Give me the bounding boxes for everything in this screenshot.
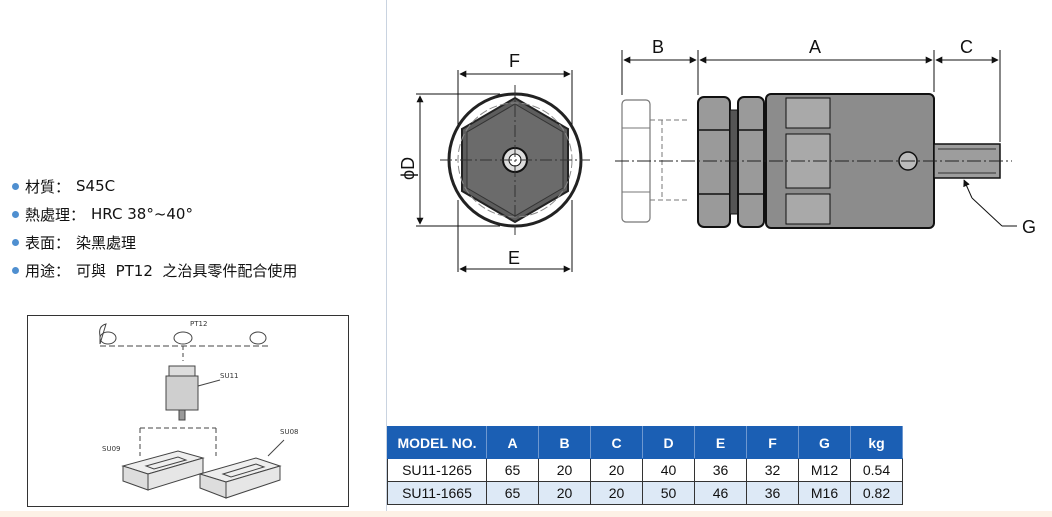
table-row: SU11-1665 65 20 20 50 46 36 M16 0.82	[387, 481, 903, 505]
spec-heat-treatment: 熱處理 ： HRC 38°~40°	[12, 200, 297, 228]
spec-value: 染黑處理	[76, 233, 137, 252]
table-cell: 0.82	[850, 481, 903, 505]
side-view	[615, 50, 1017, 229]
dim-g-label: G	[1022, 217, 1036, 237]
table-header: E	[694, 426, 747, 459]
table-header: D	[642, 426, 695, 459]
spec-list: 材質 ： S45C 熱處理 ： HRC 38°~40° 表面 ： 染黑處理 用途…	[12, 172, 297, 284]
spec-value: 可與 PT12 之治具零件配合使用	[76, 261, 298, 280]
table-header: C	[590, 426, 643, 459]
table-cell: 36	[746, 481, 799, 505]
spec-label: 材質	[25, 177, 56, 196]
bottom-band	[0, 511, 1052, 517]
dim-d-label: ϕD	[398, 157, 418, 180]
dim-b-label: B	[652, 37, 664, 57]
dim-e-label: E	[508, 248, 520, 268]
table-row: SU11-1265 65 20 20 40 36 32 M12 0.54	[387, 458, 903, 482]
technical-drawing: F E ϕD	[398, 37, 1036, 273]
table-header: F	[746, 426, 799, 459]
spec-label: 熱處理	[25, 205, 71, 224]
table-cell: 20	[590, 458, 643, 482]
table-cell: SU11-1665	[387, 481, 487, 505]
table-cell: 46	[694, 481, 747, 505]
spec-usage: 用途 ： 可與 PT12 之治具零件配合使用	[12, 256, 297, 284]
divider-line	[386, 0, 387, 517]
table-header: kg	[850, 426, 903, 459]
table-header: A	[486, 426, 539, 459]
bullet-icon	[12, 210, 19, 218]
spec-colon: ：	[70, 205, 86, 224]
label-su11: SU11	[220, 372, 238, 380]
table-cell: SU11-1265	[387, 458, 487, 482]
table-cell: 20	[538, 458, 591, 482]
table-cell: 50	[642, 481, 695, 505]
bullet-icon	[12, 266, 19, 274]
spec-label: 用途	[25, 261, 56, 280]
spec-label: 表面	[25, 233, 56, 252]
table-cell: 0.54	[850, 458, 903, 482]
spec-colon: ：	[55, 261, 71, 280]
table-header: B	[538, 426, 591, 459]
assembly-svg: PT12 SU11 SU09 SU08	[99, 320, 298, 499]
spec-colon: ：	[55, 233, 71, 252]
label-su08: SU08	[280, 428, 298, 436]
spec-material: 材質 ： S45C	[12, 172, 297, 200]
spec-table: MODEL NO. A B C D E F G kg SU11-1265 65 …	[387, 426, 903, 505]
bullet-icon	[12, 238, 19, 246]
front-view	[416, 70, 590, 273]
spec-value: S45C	[76, 177, 116, 195]
table-cell: 20	[538, 481, 591, 505]
table-header: MODEL NO.	[387, 426, 487, 459]
table-cell: 65	[486, 481, 539, 505]
table-cell: 36	[694, 458, 747, 482]
table-cell: 40	[642, 458, 695, 482]
table-cell: M16	[798, 481, 851, 505]
table-cell: 65	[486, 458, 539, 482]
table-cell: 32	[746, 458, 799, 482]
table-header-row: MODEL NO. A B C D E F G kg	[387, 426, 903, 459]
assembly-diagram: PT12 SU11 SU09 SU08	[27, 315, 349, 507]
table-header: G	[798, 426, 851, 459]
spec-value: HRC 38°~40°	[91, 205, 193, 223]
table-cell: 20	[590, 481, 643, 505]
spec-colon: ：	[55, 177, 71, 196]
label-su09: SU09	[102, 445, 120, 453]
dim-a-label: A	[809, 37, 821, 57]
table-cell: M12	[798, 458, 851, 482]
dim-c-label: C	[960, 37, 973, 57]
bullet-icon	[12, 182, 19, 190]
label-pt12: PT12	[190, 320, 207, 328]
dim-f-label: F	[509, 51, 520, 71]
spec-surface: 表面 ： 染黑處理	[12, 228, 297, 256]
